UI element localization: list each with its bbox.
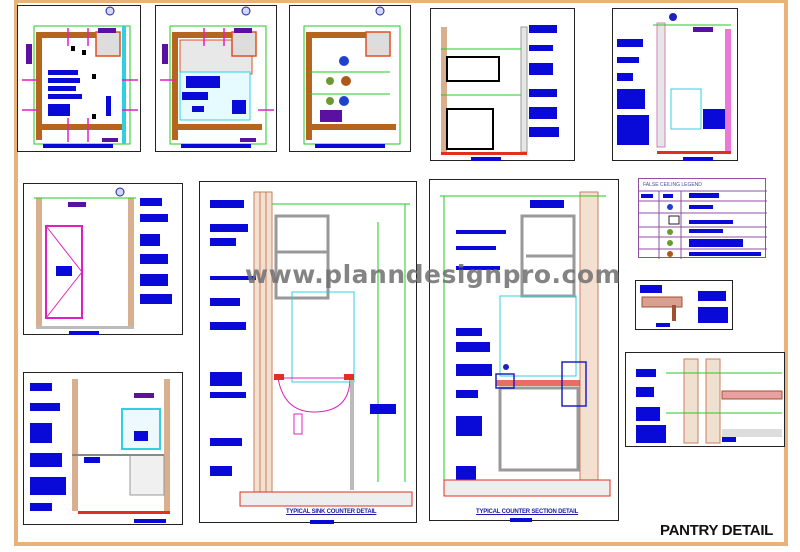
- watermark: www.planndesignpro.com: [245, 260, 622, 289]
- floor-plan-2-panel: [155, 5, 277, 152]
- elevation-d-panel: [23, 372, 183, 525]
- elevation-b-panel: [612, 8, 738, 161]
- floor-plan-1-panel: [17, 5, 141, 152]
- floor-plan-2-drawing: [160, 6, 274, 148]
- sink-counter-detail-drawing: [210, 191, 413, 524]
- counter-section-detail-drawing: [440, 191, 611, 522]
- elevation-a-drawing: [441, 25, 559, 161]
- elevation-b-drawing: [617, 13, 731, 161]
- elevation-d-drawing: [30, 379, 170, 523]
- counter-section-caption: TYPICAL COUNTER SECTION DETAIL: [476, 509, 579, 515]
- wall-counter-detail-drawing: [636, 358, 783, 444]
- counter-edge-detail-drawing: [640, 285, 728, 327]
- sink-counter-detail-panel: TYPICAL SINK COUNTER DETAIL: [199, 181, 417, 524]
- elevation-c-panel: [23, 183, 183, 335]
- sink-counter-caption: TYPICAL SINK COUNTER DETAIL: [286, 509, 377, 515]
- legend-table: [639, 190, 767, 259]
- wall-counter-detail-panel: [625, 352, 785, 447]
- sheet-title: PANTRY DETAIL: [660, 522, 774, 539]
- ceiling-plan-drawing: [303, 6, 401, 148]
- false-ceiling-legend: FALSE CEILING LEGEND: [638, 178, 767, 259]
- ceiling-plan-panel: [289, 5, 411, 152]
- elevation-a-panel: [430, 8, 575, 161]
- counter-section-detail-panel: TYPICAL COUNTER SECTION DETAIL: [429, 179, 619, 522]
- counter-edge-detail-panel: [635, 280, 733, 330]
- legend-title: FALSE CEILING LEGEND: [643, 182, 702, 188]
- elevation-c-drawing: [34, 187, 172, 335]
- floor-plan-1-drawing: [22, 6, 138, 148]
